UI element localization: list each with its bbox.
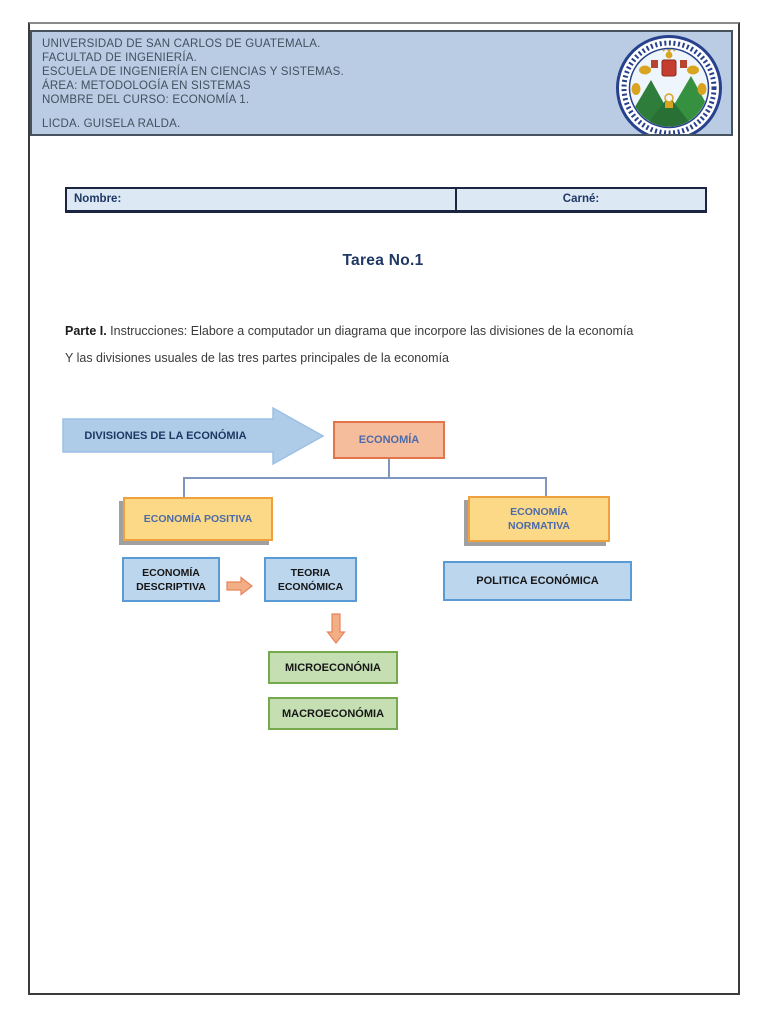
header-line-school: ESCUELA DE INGENIERÍA EN CIENCIAS Y SIST…	[42, 65, 344, 78]
diagram-node-economia: ECONOMÍA	[333, 421, 445, 459]
assignment-title: Tarea No.1	[342, 252, 424, 269]
university-header-text: UNIVERSIDAD DE SAN CARLOS DE GUATEMALA. …	[42, 38, 344, 131]
header-line-faculty: FACULTAD DE INGENIERÍA.	[42, 51, 197, 64]
diagram-node-macroeconomia: MACROECONÓMIA	[268, 697, 398, 730]
university-header: UNIVERSIDAD DE SAN CARLOS DE GUATEMALA. …	[30, 30, 733, 136]
carne-field[interactable]: Carné:	[562, 193, 600, 205]
header-line-course: NOMBRE DEL CURSO: ECONOMÍA 1.	[42, 93, 250, 106]
instructions-line-1: Parte I. Instrucciones: Elabore a comput…	[65, 318, 723, 345]
normativa-line-1: ECONOMÍA	[510, 506, 568, 518]
header-line-area: ÁREA: METODOLOGÍA EN SISTEMAS	[42, 79, 251, 92]
diagram-node-economia-positiva: ECONOMÍA POSITIVA	[123, 497, 273, 541]
connector-left-down	[183, 477, 185, 497]
diagram-node-teoria-economica: TEORIA ECONÓMICA	[264, 557, 357, 602]
nombre-field[interactable]: Nombre:	[67, 189, 457, 210]
teoria-line-2: ECONÓMICA	[277, 580, 344, 593]
connector-right-down	[545, 477, 547, 497]
divisions-arrow-label: DIVISIONES DE LA ECONÓMIA	[84, 430, 247, 442]
down-arrow-icon	[326, 613, 346, 644]
divisions-arrow-icon	[62, 406, 325, 466]
diagram-node-economia-descriptiva: ECONOMÍA DESCRIPTIVA	[122, 557, 220, 602]
normativa-line-2: NORMATIVA	[507, 520, 571, 532]
teoria-line-1: TEORIA	[290, 566, 331, 579]
diagram-node-politica-economica: POLITICA ECONÓMICA	[443, 561, 632, 601]
right-arrow-icon	[226, 576, 253, 596]
descriptiva-line-1: ECONOMÍA	[142, 566, 200, 579]
connector-root-down	[388, 459, 390, 478]
diagram-node-economia-normativa: ECONOMÍA NORMATIVA	[468, 496, 610, 542]
connector-horizontal	[183, 477, 547, 479]
instructions-text: Instrucciones: Elabore a computador un d…	[106, 324, 634, 338]
student-info-table: Nombre: Carné:	[65, 187, 707, 213]
descriptiva-line-2: DESCRIPTIVA	[136, 580, 206, 593]
university-seal-icon	[616, 35, 722, 134]
header-line-licda: LICDA. GUISELA RALDA.	[42, 117, 181, 130]
diagram-node-microeconomia: MICROECONÓNIA	[268, 651, 398, 684]
instructions-paragraph: Parte I. Instrucciones: Elabore a comput…	[65, 318, 723, 372]
part-label: Parte I.	[65, 324, 107, 338]
instructions-line-2: Y las divisiones usuales de las tres par…	[65, 351, 450, 365]
header-line-university: UNIVERSIDAD DE SAN CARLOS DE GUATEMALA.	[42, 38, 321, 50]
